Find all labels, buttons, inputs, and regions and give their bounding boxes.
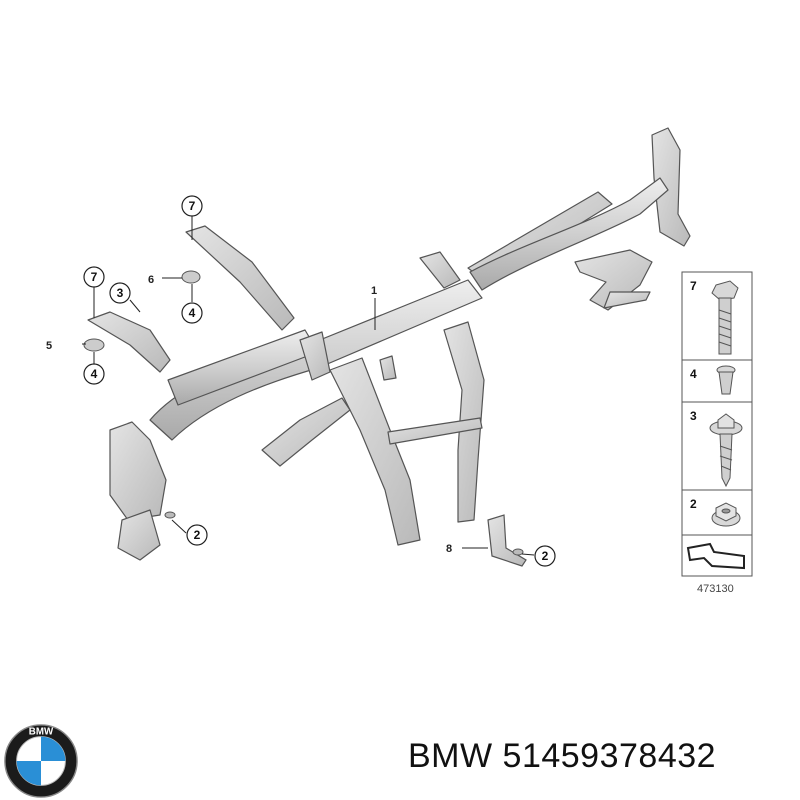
upper-right-tube bbox=[469, 177, 669, 291]
right-lower-arm bbox=[603, 291, 651, 309]
svg-text:3: 3 bbox=[117, 286, 124, 300]
cross-car-beam bbox=[87, 127, 691, 561]
callout-4-left: 4 bbox=[83, 363, 105, 385]
legend-number-2: 2 bbox=[690, 497, 697, 511]
callout-4-upper: 4 bbox=[181, 302, 203, 324]
left-bottom-foot bbox=[117, 509, 161, 561]
diagram-id: 473130 bbox=[697, 583, 734, 595]
callout-leaders bbox=[82, 216, 535, 556]
svg-text:5: 5 bbox=[46, 340, 52, 352]
left-arm-2 bbox=[87, 311, 171, 373]
svg-text:6: 6 bbox=[148, 274, 154, 286]
bolt-icon bbox=[711, 280, 739, 355]
flange-screw-icon bbox=[709, 413, 743, 488]
callout-3: 3 bbox=[109, 282, 131, 304]
expanding-rivet-icon bbox=[716, 365, 736, 395]
brand-part-number: BMW 51459378432 bbox=[408, 737, 716, 776]
svg-text:8: 8 bbox=[446, 543, 452, 555]
callout-2-right: 2 bbox=[534, 545, 556, 567]
tab-3 bbox=[299, 331, 331, 381]
bracket-8 bbox=[487, 514, 527, 567]
hex-nut-icon bbox=[711, 502, 741, 527]
callout-7-upper: 7 bbox=[181, 195, 203, 217]
part-number: 51459378432 bbox=[502, 737, 717, 775]
callout-7-left: 7 bbox=[83, 266, 105, 288]
legend-number-7: 7 bbox=[690, 279, 697, 293]
bracket-outline-icon bbox=[686, 542, 745, 570]
nut-2-right bbox=[512, 548, 524, 556]
callout-8: 8 bbox=[446, 543, 452, 555]
brand-name: BMW bbox=[408, 737, 493, 775]
nut-2-left bbox=[164, 511, 176, 519]
rivet-4-left bbox=[83, 338, 105, 352]
svg-text:7: 7 bbox=[91, 270, 98, 284]
legend-number-3: 3 bbox=[690, 409, 697, 423]
callout-6: 6 bbox=[148, 274, 154, 286]
svg-text:4: 4 bbox=[189, 306, 196, 320]
leg-crossbar bbox=[387, 417, 483, 445]
tab-2 bbox=[419, 251, 461, 289]
callout-5: 5 bbox=[46, 340, 52, 352]
right-lower-bracket bbox=[574, 249, 653, 311]
center-under-bracket bbox=[261, 397, 351, 467]
svg-text:4: 4 bbox=[91, 367, 98, 381]
logo-lettering: BMW bbox=[29, 727, 54, 738]
tab-1 bbox=[379, 355, 397, 381]
left-upper-arm bbox=[185, 225, 295, 331]
callout-1: 1 bbox=[371, 285, 377, 297]
svg-text:7: 7 bbox=[189, 199, 196, 213]
legend-number-4: 4 bbox=[690, 367, 697, 381]
rivet-4-upper bbox=[181, 270, 201, 284]
fastener-legend: 7 4 3 2 bbox=[681, 271, 753, 577]
left-end-support bbox=[109, 421, 167, 521]
diagram-fasteners bbox=[83, 270, 524, 556]
callout-2-left: 2 bbox=[186, 524, 208, 546]
svg-text:2: 2 bbox=[542, 549, 549, 563]
center-left-leg bbox=[329, 357, 421, 546]
svg-text:2: 2 bbox=[194, 528, 201, 542]
bmw-logo: BMW bbox=[4, 724, 78, 798]
